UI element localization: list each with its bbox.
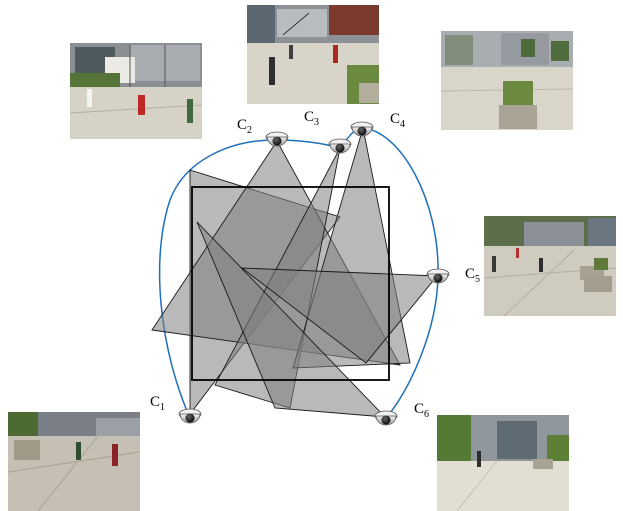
camera-view-c6 — [437, 415, 569, 511]
camera-labels: C1 C2 C3 C4 C5 C6 — [150, 109, 480, 420]
camera-view-c5 — [483, 216, 617, 317]
dome-camera-icon — [374, 410, 398, 426]
camera-label-c2: C2 — [237, 117, 252, 136]
dome-camera-icon — [178, 408, 202, 424]
monitored-area-outline — [191, 186, 390, 381]
dome-camera-icon — [328, 138, 352, 154]
fields-of-view — [151, 127, 438, 418]
camera-icons — [178, 121, 450, 426]
dome-camera-icon — [426, 268, 450, 284]
camera-label-c4: C4 — [390, 111, 405, 130]
camera-view-thumbnails — [7, 5, 617, 511]
camera-label-c1: C1 — [150, 394, 165, 413]
dome-camera-icon — [265, 131, 289, 147]
camera-view-c2 — [69, 43, 203, 139]
camera-label-c5: C5 — [465, 266, 480, 285]
camera-label-c3: C3 — [304, 109, 319, 128]
camera-view-c4 — [440, 31, 574, 130]
fov-c6 — [196, 221, 387, 418]
camera-label-c6: C6 — [414, 401, 429, 420]
camera-view-c3 — [247, 5, 379, 104]
dome-camera-icon — [350, 121, 374, 137]
camera-view-c1 — [7, 412, 141, 511]
